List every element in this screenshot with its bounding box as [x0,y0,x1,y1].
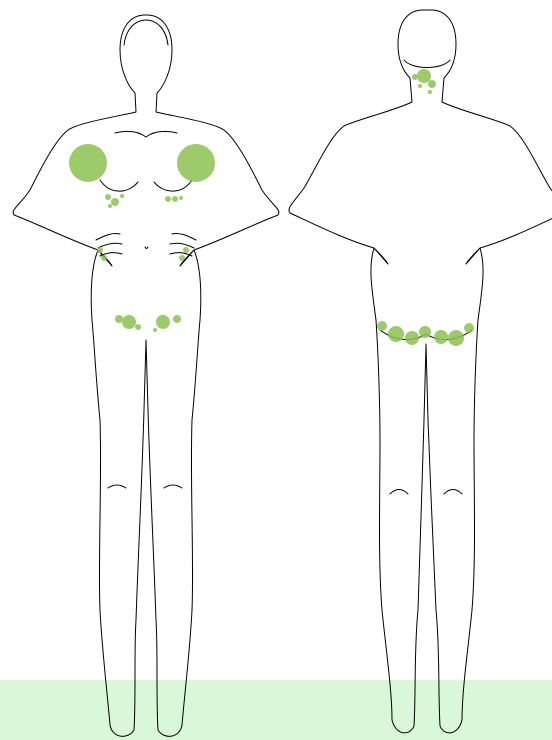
nape-spot [428,80,436,88]
nape-spot [428,90,432,94]
under-chest-spot [179,196,183,200]
nape-spot [417,69,431,83]
groin-spot [122,315,136,329]
lower-buttocks-spot [464,323,474,333]
front-navel [145,247,148,249]
front-knees [108,485,182,488]
hand-spot [97,247,103,253]
under-chest-spot [165,196,171,202]
groin-spot [173,315,181,323]
groin-spot [156,315,170,329]
back-hairline [404,60,450,68]
under-chest-spot [120,194,124,198]
front-figure-outline [13,15,279,736]
lower-buttocks-spot [388,326,404,342]
under-chest-spot [108,204,112,208]
nape-spot [418,84,422,88]
front-collarbone [115,131,177,137]
hand-spot [179,255,185,261]
lower-buttocks-spot [434,330,448,344]
chest-right-spot [177,144,215,182]
back-figure [289,10,552,733]
under-chest-spot [111,198,119,206]
groin-spot [115,315,123,323]
front-hair [124,20,168,45]
hand-spot [183,247,189,253]
lower-buttocks-spot [419,326,431,338]
front-figure [13,15,279,736]
groin-spot [153,328,157,332]
front-chest-line [100,180,192,191]
back-highlights [377,69,474,346]
chest-left-spot [69,144,107,182]
lower-buttocks-spot [377,321,387,331]
lower-buttocks-spot [405,331,419,345]
back-figure-outline [289,10,552,733]
hand-spot [101,255,107,261]
under-chest-spot [105,194,111,200]
back-knees [390,490,462,495]
groin-spot [135,324,141,330]
under-chest-spot [172,196,178,202]
lower-buttocks-spot [448,330,464,346]
nape-spot [412,74,418,80]
